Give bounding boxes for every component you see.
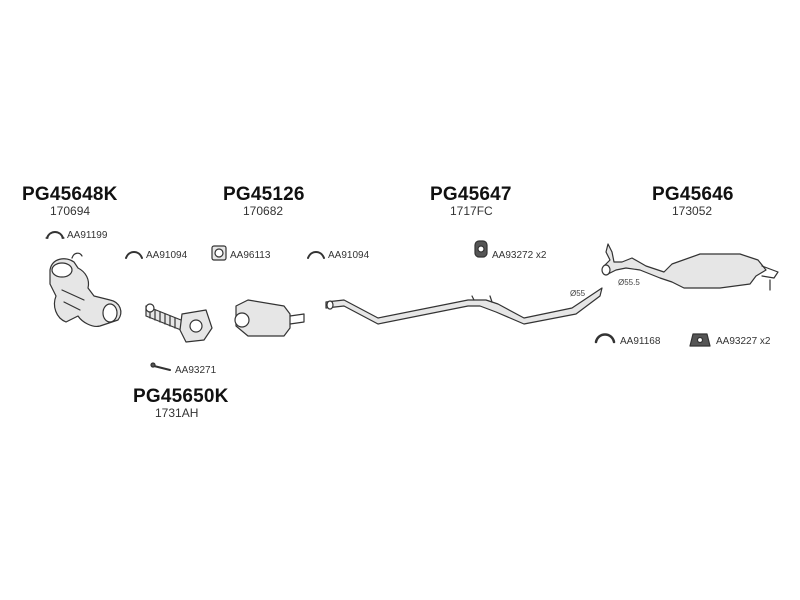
part-ref-170694: 170694 — [50, 204, 91, 218]
accessory-label-aa91094: AA91094 — [146, 250, 188, 261]
part-ref-170682: 170682 — [243, 204, 284, 218]
bolt-icon — [150, 362, 171, 371]
clamp-icon — [45, 231, 65, 239]
part-code-pg45646: PG45646 — [652, 184, 734, 205]
part-ref-173052: 173052 — [672, 204, 713, 218]
part-ref-1731ah: 1731AH — [155, 406, 199, 420]
part-code-pg45650k: PG45650K — [133, 386, 229, 407]
part-ref-1717fc: 1717FC — [450, 204, 493, 218]
diameter-label-55: Ø55 — [570, 289, 586, 298]
accessory-label-aa91199: AA91199 — [67, 230, 108, 241]
flex-pipe-drawing — [145, 303, 213, 343]
intermediate-pipe-drawing — [325, 287, 603, 325]
rubber-mount-icon — [474, 240, 488, 258]
diameter-label-55-5: Ø55.5 — [618, 278, 640, 287]
rear-silencer-drawing — [601, 243, 779, 291]
accessory-label-aa96113: AA96113 — [230, 250, 271, 261]
accessory-label-aa93227: AA93227 x2 — [716, 336, 771, 347]
accessory-label-aa93271: AA93271 — [175, 365, 217, 376]
square-gasket-icon — [211, 245, 227, 261]
u-clamp-icon — [594, 333, 616, 344]
part-code-pg45126: PG45126 — [223, 184, 305, 205]
part-code-pg45647: PG45647 — [430, 184, 512, 205]
part-code-pg45648k: PG45648K — [22, 184, 118, 205]
gasket-icon-2 — [307, 251, 325, 259]
gasket-icon — [125, 251, 143, 259]
accessory-label-aa91168: AA91168 — [620, 336, 661, 347]
catalytic-converter-drawing — [49, 252, 122, 327]
rubber-mount-icon-2 — [689, 333, 711, 347]
particulate-filter-drawing — [234, 299, 305, 337]
accessory-label-aa91094-2: AA91094 — [328, 250, 370, 261]
accessory-label-aa93272: AA93272 x2 — [492, 250, 547, 261]
